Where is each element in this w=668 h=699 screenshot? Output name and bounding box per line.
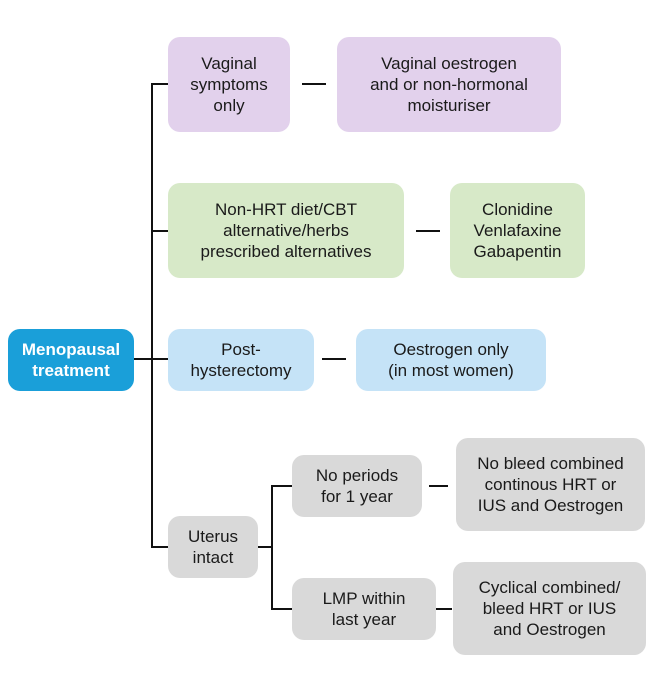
treatment-line: moisturiser [407, 96, 491, 115]
treatment-line: Vaginal oestrogen [381, 54, 517, 73]
condition-line: Non-HRT diet/CBT [214, 200, 358, 219]
condition-no-periods-1-year: No periods for 1 year [292, 455, 422, 517]
treatment-no-bleed-combined: No bleed combined continous HRT or IUS a… [456, 438, 645, 531]
condition-lmp-within-last-year: LMP within last year [292, 578, 436, 640]
condition-vaginal-symptoms: Vaginal symptoms only [168, 37, 290, 132]
condition-line: Vaginal [201, 54, 257, 73]
treatment-line: (in most women) [388, 361, 514, 380]
treatment-line: bleed HRT or IUS [482, 599, 617, 618]
condition-line: No periods [315, 466, 399, 485]
condition-line: LMP within [322, 589, 406, 608]
condition-line: alternative/herbs [223, 221, 349, 240]
condition-line: Uterus [187, 527, 239, 546]
condition-line: Post- [221, 340, 261, 359]
treatment-vaginal-oestrogen: Vaginal oestrogen and or non-hormonal mo… [337, 37, 561, 132]
treatment-line: IUS and Oestrogen [477, 496, 624, 515]
treatment-cyclical-combined: Cyclical combined/ bleed HRT or IUS and … [453, 562, 646, 655]
condition-line: only [213, 96, 245, 115]
condition-non-hrt: Non-HRT diet/CBT alternative/herbs presc… [168, 183, 404, 278]
root-menopausal-treatment: Menopausal treatment [8, 329, 134, 391]
treatment-line: Clonidine [482, 200, 553, 219]
treatment-line: Oestrogen only [393, 340, 509, 359]
treatment-line: Venlafaxine [473, 221, 562, 240]
condition-line: intact [192, 548, 234, 567]
treatment-line: No bleed combined [477, 454, 624, 473]
treatment-line: and or non-hormonal [370, 75, 528, 94]
condition-line: for 1 year [321, 487, 393, 506]
condition-line: symptoms [190, 75, 268, 94]
treatment-clonidine-venlafaxine-gabapentin: Clonidine Venlafaxine Gabapentin [450, 183, 585, 278]
treatment-oestrogen-only: Oestrogen only (in most women) [356, 329, 546, 391]
treatment-line: and Oestrogen [493, 620, 606, 639]
treatment-line: continous HRT or [484, 475, 617, 494]
treatment-line: Gabapentin [473, 242, 562, 261]
condition-line: prescribed alternatives [200, 242, 372, 261]
condition-line: hysterectomy [190, 361, 292, 380]
condition-uterus-intact: Uterus intact [168, 516, 258, 578]
root-line-2: treatment [32, 361, 110, 380]
condition-post-hysterectomy: Post- hysterectomy [168, 329, 314, 391]
condition-line: last year [331, 610, 397, 629]
treatment-line: Cyclical combined/ [478, 578, 621, 597]
root-line-1: Menopausal [21, 340, 121, 359]
